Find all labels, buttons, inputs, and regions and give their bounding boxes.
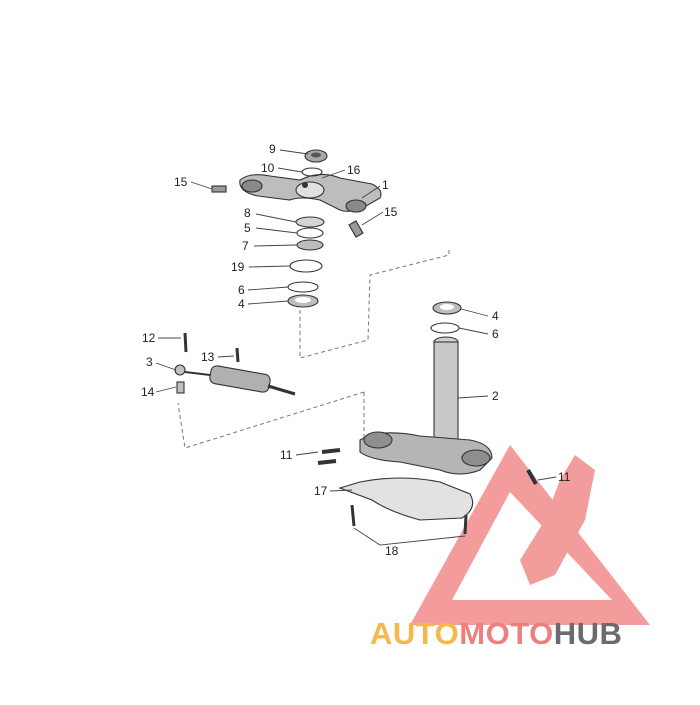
screw-18-right [463,514,468,535]
callout-11-left: 11 [280,448,293,462]
bolt-13 [235,347,240,363]
screw-18-left [350,504,356,527]
leader-lines [155,149,557,546]
callout-15-left: 15 [174,175,188,189]
callout-17: 17 [314,484,328,498]
bolt-15-right [348,220,364,238]
callout-4-upper: 4 [238,297,245,311]
callout-15-right: 15 [384,205,398,219]
callout-13: 13 [201,350,215,364]
watermark-hub: HUB [553,616,623,651]
bolt-12 [183,332,188,353]
callout-14: 14 [141,385,155,399]
watermark-auto: AUTO [370,616,460,651]
callout-18: 18 [385,544,399,558]
callout-19: 19 [231,260,245,274]
callout-4-lower: 4 [492,309,499,323]
callout-labels: 9 10 16 15 1 15 8 5 7 19 6 4 4 6 12 13 3… [141,142,571,558]
callout-8: 8 [244,206,251,220]
bolts-11-left [317,448,341,465]
callout-6-lower: 6 [492,327,499,341]
callout-12: 12 [142,331,156,345]
guard-plate [338,477,474,521]
watermark-wordmark: AUTOMOTOHUB [370,616,700,660]
bolts-11-right [526,469,538,485]
washer-10 [301,167,323,177]
steering-damper [174,364,296,396]
ring-stack-lower [430,301,462,334]
callout-11-right: 11 [558,470,571,484]
callout-3: 3 [146,355,153,369]
steering-stem [359,336,493,475]
callout-7: 7 [242,239,249,253]
callout-2: 2 [492,389,499,403]
upper-triple-clamp [239,173,382,213]
watermark-moto: MOTO [459,616,554,651]
callout-1: 1 [382,178,389,192]
bolt-15-left [211,185,227,193]
callout-10: 10 [261,161,275,175]
callout-9: 9 [269,142,276,156]
spacer-14 [176,381,185,394]
callout-6-upper: 6 [238,283,245,297]
callout-5: 5 [244,221,251,235]
nut-9 [304,149,328,163]
assembly-guide-lines [177,250,450,449]
watermark-triangle-logo [410,445,650,625]
callout-16: 16 [347,163,361,177]
ring-stack-upper [287,216,325,308]
